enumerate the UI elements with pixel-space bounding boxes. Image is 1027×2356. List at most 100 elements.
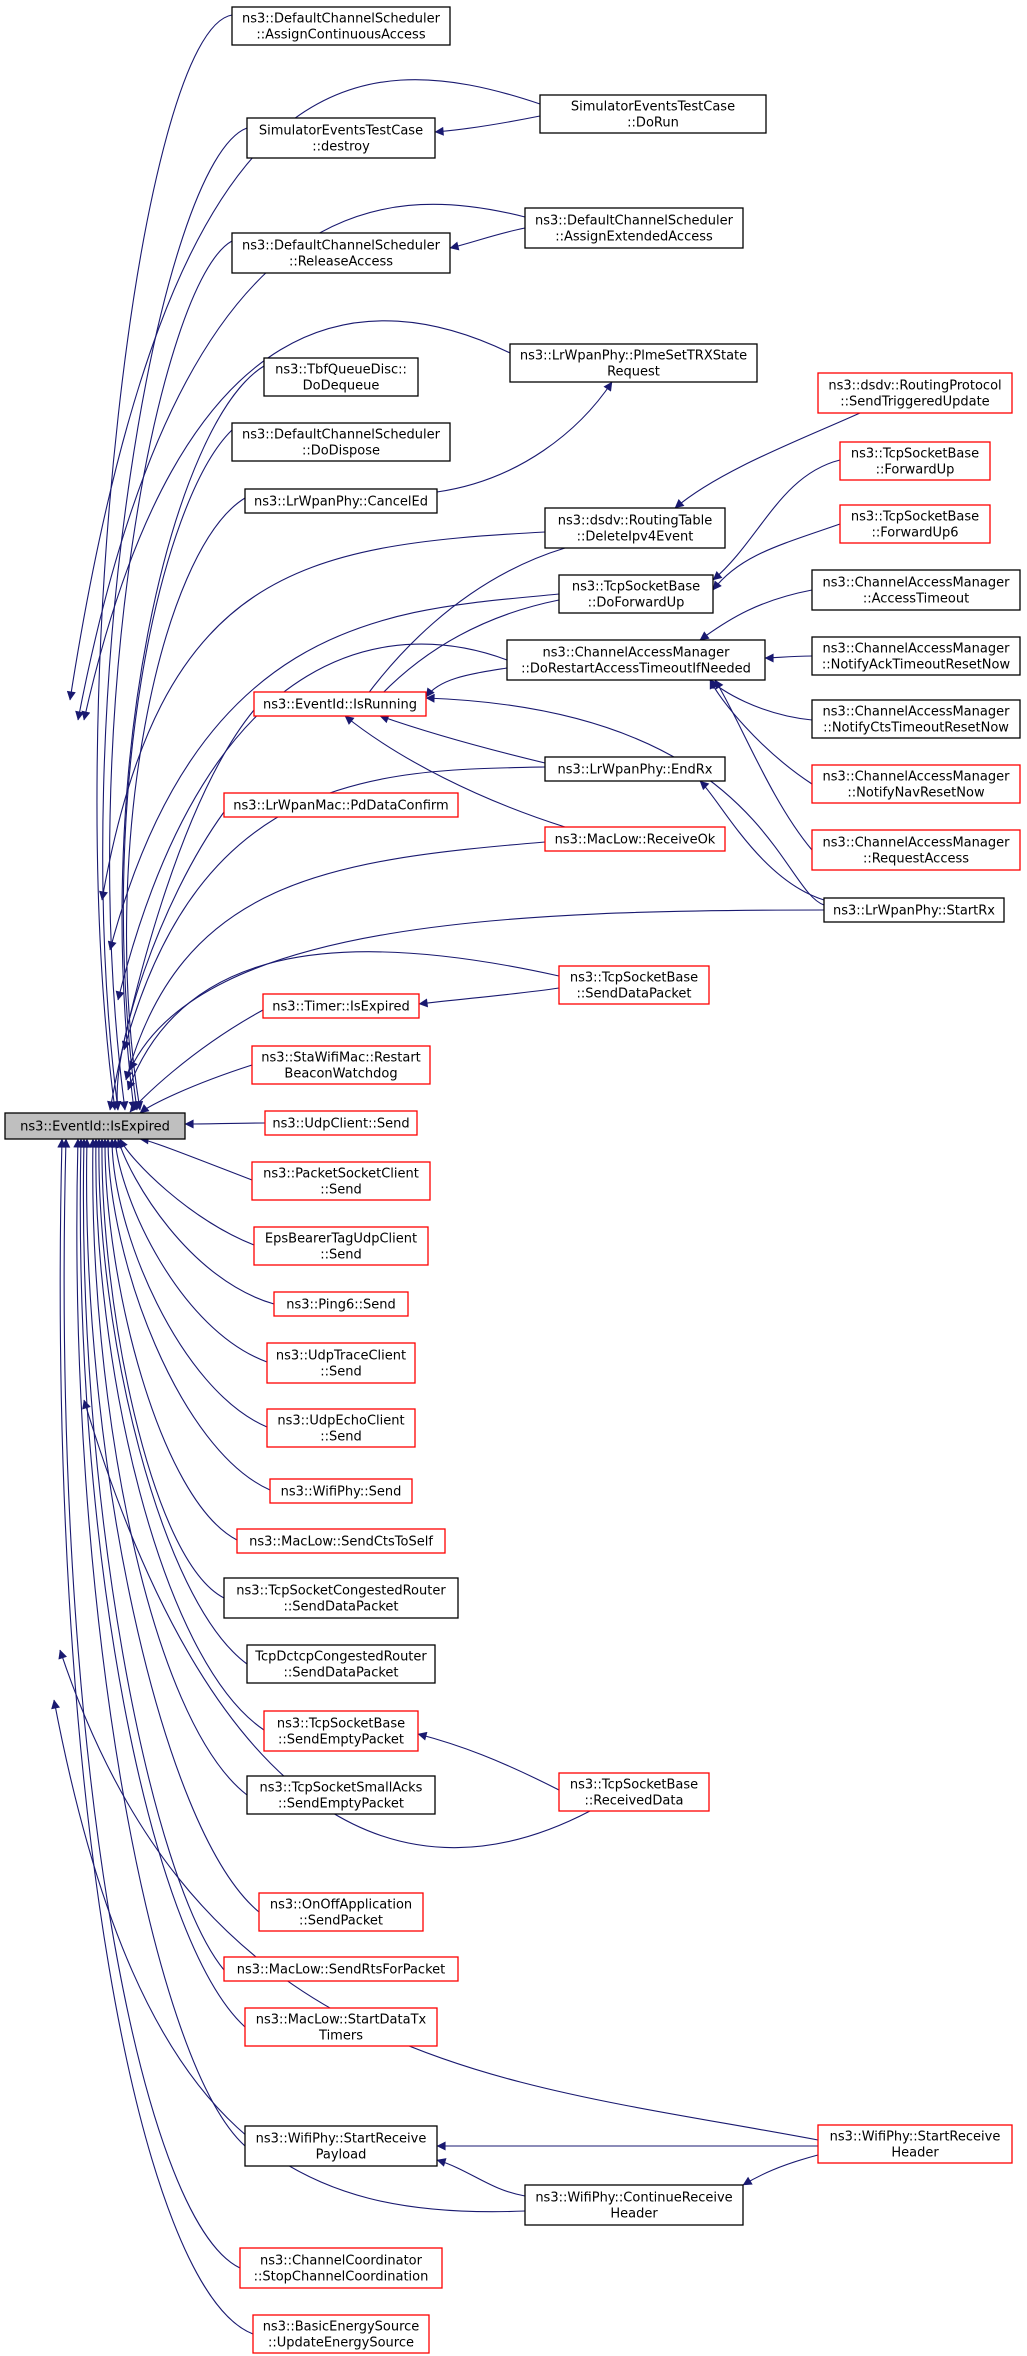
node-box <box>558 1772 710 1812</box>
node-label: ns3::ChannelAccessManager <box>543 646 731 661</box>
edge-n7-to-n0 <box>121 365 265 1111</box>
node-tcpdctcpcongestedrouter-senddatapacket[interactable]: TcpDctcpCongestedRouter::SendDataPacket <box>246 1644 436 1684</box>
node-ns3-packetsocketclient-send[interactable]: ns3::PacketSocketClient::Send <box>251 1161 431 1201</box>
node-label: ::destroy <box>312 140 370 155</box>
edge-n16-to-n0 <box>115 643 508 1001</box>
node-ns3-tcpsocketbase-forwardup6[interactable]: ns3::TcpSocketBase::ForwardUp6 <box>839 504 991 544</box>
node-ns3-tcpsocketbase-sendemptypacket[interactable]: ns3::TcpSocketBase::SendEmptyPacket <box>263 1710 419 1752</box>
node-ns3-lrwpanphy-endrx[interactable]: ns3::LrWpanPhy::EndRx <box>544 756 726 782</box>
node-label: ::SendDataPacket <box>576 987 691 1002</box>
node-ns3-eventid-isexpired[interactable]: ns3::EventId::IsExpired <box>4 1112 186 1140</box>
node-ns3-defaultchannelscheduler-releaseaccess[interactable]: ns3::DefaultChannelScheduler::ReleaseAcc… <box>231 232 451 274</box>
node-ns3-udpclient-send[interactable]: ns3::UdpClient::Send <box>264 1110 418 1136</box>
node-box <box>544 756 726 782</box>
edge-n23-to-n0 <box>123 841 546 1081</box>
node-label: ::DeleteIpv4Event <box>577 530 694 545</box>
node-simulatoreventstestcase-dorun[interactable]: SimulatorEventsTestCase::DoRun <box>539 94 767 134</box>
node-ns3-dsdv-routingprotocol-sendtriggeredupdate[interactable]: ns3::dsdv::RoutingProtocol::SendTriggere… <box>817 372 1013 414</box>
node-label: ::Send <box>320 1365 362 1380</box>
node-label: ns3::dsdv::RoutingTable <box>558 514 713 529</box>
node-ns3-tcpsocketsmallacks-sendemptypacket[interactable]: ns3::TcpSocketSmallAcks::SendEmptyPacket <box>246 1775 436 1815</box>
node-ns3-eventid-isrunning[interactable]: ns3::EventId::IsRunning <box>253 691 427 717</box>
node-ns3-defaultchannelscheduler-assigncontinuousaccess[interactable]: ns3::DefaultChannelScheduler::AssignCont… <box>231 6 451 46</box>
edge-n48-to-n0 <box>61 1138 241 2269</box>
node-box <box>811 569 1021 611</box>
node-ns3-channelaccessmanager-notifyctstimeoutresetnow[interactable]: ns3::ChannelAccessManager::NotifyCtsTime… <box>811 699 1021 739</box>
node-ns3-tcpsocketbase-forwardup[interactable]: ns3::TcpSocketBase::ForwardUp <box>839 441 991 481</box>
edge-n17-to-n16 <box>764 653 813 663</box>
node-ns3-tbfqueuedisc-dodequeue[interactable]: ns3::TbfQueueDisc::DoDequeue <box>263 357 419 397</box>
node-label: ns3::TcpSocketCongestedRouter <box>236 1584 446 1599</box>
node-label: ::SendEmptyPacket <box>278 1733 404 1748</box>
node-ns3-lrwpanmac-pddataconfirm[interactable]: ns3::LrWpanMac::PdDataConfirm <box>223 792 459 818</box>
edge-n32-to-n0 <box>116 1138 275 1305</box>
edge-n21-to-n16 <box>709 679 813 785</box>
node-ns3-channelaccessmanager-notifyacktimeoutresetnow[interactable]: ns3::ChannelAccessManager::NotifyAckTime… <box>811 636 1021 676</box>
node-ns3-udptraceclient-send[interactable]: ns3::UdpTraceClient::Send <box>266 1342 416 1384</box>
node-ns3-ping6-send[interactable]: ns3::Ping6::Send <box>273 1291 409 1317</box>
node-ns3-maclow-receiveok[interactable]: ns3::MacLow::ReceiveOk <box>544 826 726 852</box>
node-ns3-wifiphy-send[interactable]: ns3::WifiPhy::Send <box>269 1478 413 1504</box>
node-ns3-timer-isexpired[interactable]: ns3::Timer::IsExpired <box>262 993 420 1019</box>
edge-n31-to-n0 <box>119 1138 255 1246</box>
node-ns3-tcpsocketbase-receiveddata[interactable]: ns3::TcpSocketBase::ReceivedData <box>558 1772 710 1812</box>
edge-n41-to-n39 <box>417 1731 560 1791</box>
node-ns3-defaultchannelscheduler-assignextendedaccess[interactable]: ns3::DefaultChannelScheduler::AssignExte… <box>524 207 744 249</box>
node-label: ns3::Ping6::Send <box>286 1298 395 1313</box>
node-ns3-onoffapplication-sendpacket[interactable]: ns3::OnOffApplication::SendPacket <box>258 1892 424 1932</box>
node-label: ns3::TcpSocketSmallAcks <box>260 1781 423 1796</box>
node-box <box>817 2124 1013 2164</box>
node-box <box>223 1956 459 1982</box>
node-label: ns3::EventId::IsExpired <box>20 1120 170 1135</box>
node-box <box>251 1161 431 1201</box>
node-ns3-udpechoclient-send[interactable]: ns3::UdpEchoClient::Send <box>266 1408 416 1448</box>
edge-n38-to-n0 <box>94 1138 248 1665</box>
node-box <box>231 232 451 274</box>
node-label: ns3::WifiPhy::StartReceive <box>830 2130 1001 2145</box>
node-label: ns3::DefaultChannelScheduler <box>535 214 734 229</box>
node-ns3-lrwpanphy-startrx[interactable]: ns3::LrWpanPhy::StartRx <box>823 897 1005 923</box>
node-label: ::DoDispose <box>302 444 380 459</box>
node-ns3-tcpsocketcongestedrouter-senddatapacket[interactable]: ns3::TcpSocketCongestedRouter::SendDataP… <box>223 1577 459 1619</box>
node-label: ::StopChannelCoordination <box>254 2270 429 2285</box>
node-label: TcpDctcpCongestedRouter <box>254 1650 427 1665</box>
node-ns3-defaultchannelscheduler-dodispose[interactable]: ns3::DefaultChannelScheduler::DoDispose <box>231 422 451 462</box>
node-label: ns3::WifiPhy::StartReceive <box>256 2132 427 2147</box>
node-box <box>244 2125 438 2167</box>
node-label: ns3::ChannelAccessManager <box>823 770 1011 785</box>
node-ns3-lrwpanphy-canceled[interactable]: ns3::LrWpanPhy::CancelEd <box>244 488 438 514</box>
node-box <box>524 2184 744 2226</box>
node-box <box>558 965 710 1005</box>
node-ns3-channelcoordinator-stopchannelcoordination[interactable]: ns3::ChannelCoordinator::StopChannelCoor… <box>239 2247 443 2289</box>
node-label: Timers <box>318 2029 363 2044</box>
node-label: ns3::TcpSocketBase <box>277 1717 405 1732</box>
node-ns3-maclow-sendrtsforpacket[interactable]: ns3::MacLow::SendRtsForPacket <box>223 1956 459 1982</box>
node-label: ns3::MacLow::SendRtsForPacket <box>237 1963 446 1978</box>
node-label: ns3::MacLow::SendCtsToSelf <box>249 1535 433 1550</box>
edge-n9-to-n6 <box>436 381 613 493</box>
node-ns3-tcpsocketbase-doforwardup[interactable]: ns3::TcpSocketBase::DoForwardUp <box>558 574 714 614</box>
node-label: ns3::DefaultChannelScheduler <box>242 428 441 443</box>
node-epsbearertagudpclient-send[interactable]: EpsBearerTagUdpClient::Send <box>253 1226 429 1266</box>
node-label: ns3::PacketSocketClient <box>263 1167 419 1182</box>
node-ns3-tcpsocketbase-senddatapacket[interactable]: ns3::TcpSocketBase::SendDataPacket <box>558 965 710 1005</box>
node-box <box>509 343 758 383</box>
node-ns3-channelaccessmanager-notifynavresetnow[interactable]: ns3::ChannelAccessManager::NotifyNavRese… <box>811 764 1021 804</box>
node-ns3-basicenergysource-updateenergysource[interactable]: ns3::BasicEnergySource::UpdateEnergySour… <box>252 2314 430 2354</box>
node-label: ::Send <box>320 1248 362 1263</box>
edge-n28-to-n0 <box>139 1064 253 1114</box>
node-ns3-maclow-sendctstoself[interactable]: ns3::MacLow::SendCtsToSelf <box>236 1528 446 1554</box>
node-ns3-channelaccessmanager-accesstimeout[interactable]: ns3::ChannelAccessManager::AccessTimeout <box>811 569 1021 611</box>
node-simulatoreventstestcase-destroy[interactable]: SimulatorEventsTestCase::destroy <box>246 117 436 159</box>
node-ns3-dsdv-routingtable-deleteipv4event[interactable]: ns3::dsdv::RoutingTable::DeleteIpv4Event <box>544 507 726 549</box>
node-ns3-channelaccessmanager-dorestartaccesstimeoutifneeded[interactable]: ns3::ChannelAccessManager::DoRestartAcce… <box>506 639 766 681</box>
node-ns3-channelaccessmanager-requestaccess[interactable]: ns3::ChannelAccessManager::RequestAccess <box>811 829 1021 871</box>
edge-n20-to-n18 <box>379 714 546 764</box>
node-box <box>544 507 726 549</box>
